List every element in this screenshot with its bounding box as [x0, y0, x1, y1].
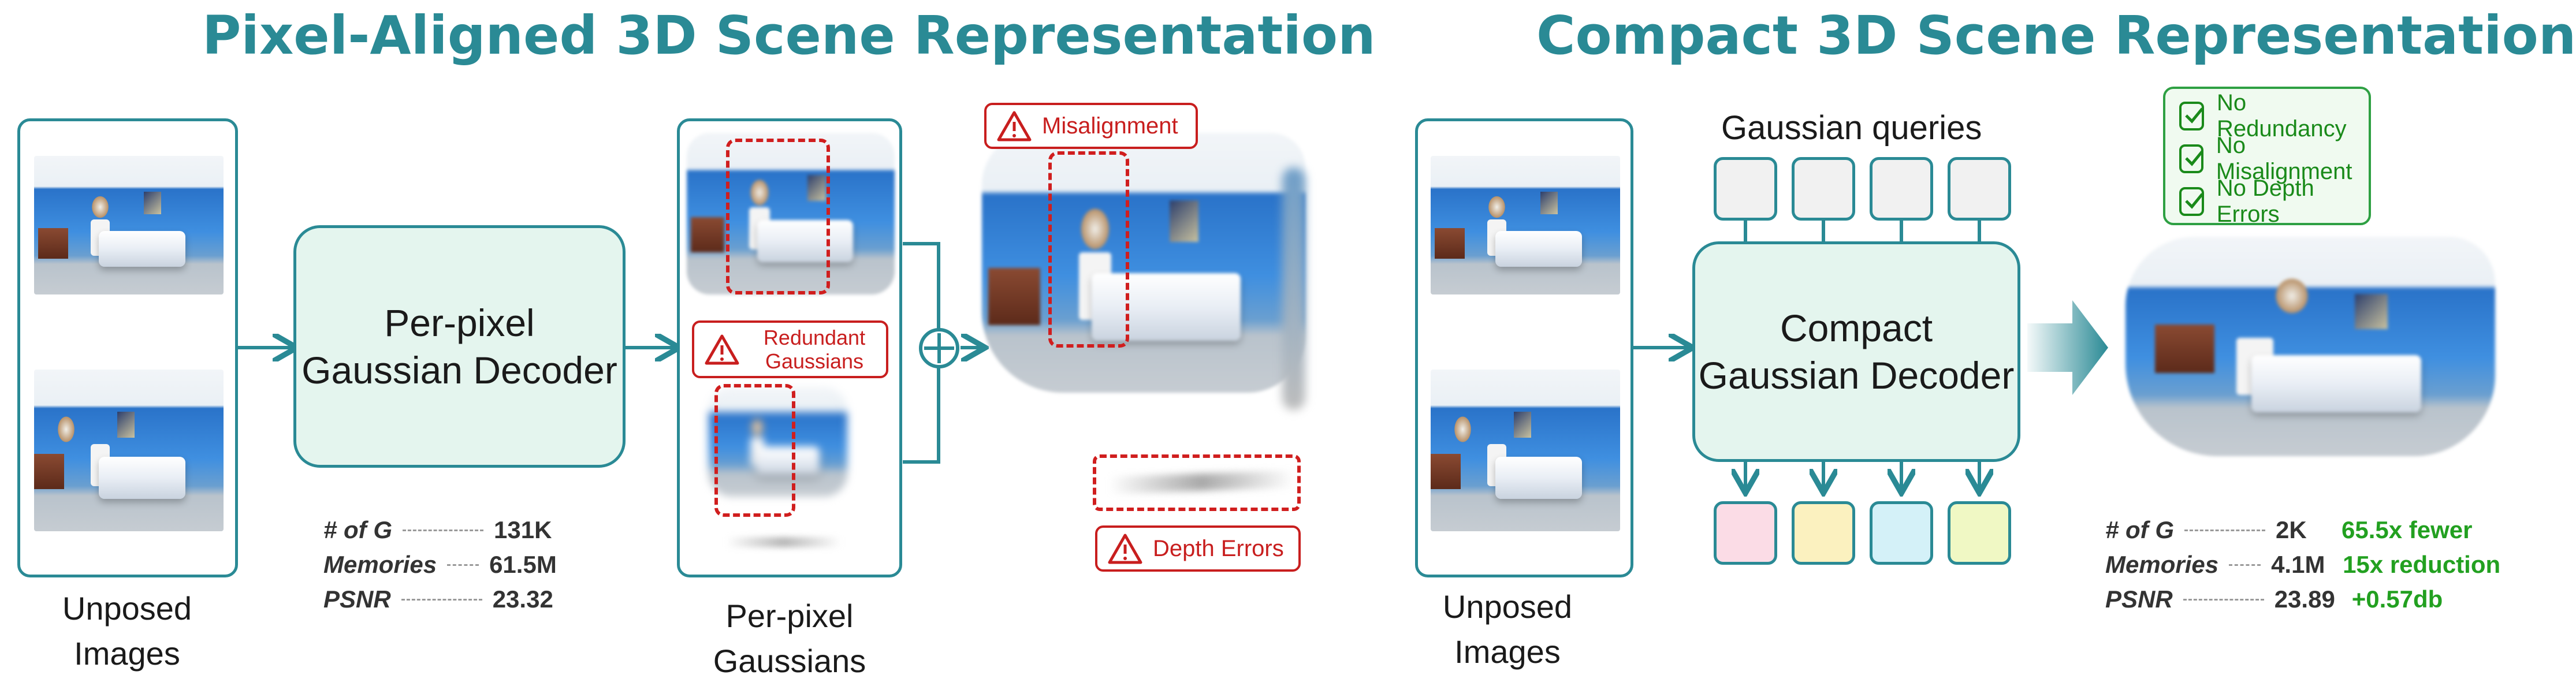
metric-row-num-g: # of G 2K 65.5x fewer: [2105, 513, 2500, 547]
per-pixel-gaussian-decoder: Per-pixel Gaussian Decoder: [293, 225, 626, 468]
check-icon: [2179, 144, 2203, 173]
output-gaussian-token-1: [1714, 501, 1777, 565]
misalignment-highlight-box: [1048, 151, 1129, 348]
right-input-images-frame: [1415, 118, 1633, 577]
depth-artifact-streak: [1282, 167, 1305, 410]
check-no-depth-errors: No Depth Errors: [2179, 176, 2355, 227]
output-gaussian-token-4: [1948, 501, 2011, 565]
input-image-2: [34, 370, 224, 531]
metric-gain: 15x reduction: [2343, 551, 2501, 578]
redundant-gaussians-warning: Redundant Gaussians: [692, 320, 888, 378]
depth-errors-warning: Depth Errors: [1095, 525, 1301, 572]
metric-row-psnr: PSNR 23.89 +0.57db: [2105, 582, 2500, 617]
warning-icon: [1108, 533, 1142, 564]
metric-value: 23.89: [2274, 586, 2335, 613]
compact-gaussian-decoder: Compact Gaussian Decoder: [1692, 241, 2020, 462]
output-gaussian-token-3: [1870, 501, 1933, 565]
check-icon: [2179, 187, 2204, 216]
metric-gain: 65.5x fewer: [2342, 516, 2473, 543]
misalignment-warning: Misalignment: [984, 103, 1198, 149]
check-no-redundancy: No Redundancy: [2179, 90, 2355, 141]
check-icon: [2179, 102, 2204, 131]
right-input-caption: Unposed Images: [1442, 588, 1573, 670]
metric-value: 23.32: [492, 586, 553, 613]
metric-row-num-g: # of G 131K: [323, 513, 557, 547]
metric-gain: +0.57db: [2351, 586, 2443, 613]
gaussian-query-2: [1792, 157, 1855, 221]
metric-value: 2K: [2276, 516, 2307, 543]
gaussian-queries-label: Gaussian queries: [1721, 109, 1982, 147]
per-pixel-rendered-scene: [982, 133, 1305, 393]
floating-artifact: [726, 537, 842, 547]
right-panel-title: Compact 3D Scene Representation: [1536, 5, 2576, 66]
metric-value: 61.5M: [489, 551, 557, 578]
metric-label: # of G: [2105, 516, 2175, 543]
redundant-highlight-box-1: [726, 139, 830, 294]
metric-label: PSNR: [323, 586, 391, 613]
metric-label: Memories: [2105, 551, 2219, 578]
warning-icon: [997, 110, 1032, 141]
left-input-images-frame: [17, 118, 238, 577]
right-metrics: # of G 2K 65.5x fewer Memories 4.1M 15x …: [2105, 513, 2500, 617]
warning-icon: [705, 334, 739, 365]
plus-circle-icon: [919, 328, 959, 368]
compact-rendered-scene: [2125, 237, 2495, 456]
metric-value: 4.1M: [2271, 551, 2325, 578]
output-gaussian-token-2: [1792, 501, 1855, 565]
gaussian-query-3: [1870, 157, 1933, 221]
left-metrics: # of G 131K Memories 61.5M PSNR 23.32: [323, 513, 557, 617]
left-panel-title: Pixel-Aligned 3D Scene Representation: [202, 5, 1376, 66]
gaussian-query-4: [1948, 157, 2011, 221]
left-input-caption: Unposed Images: [62, 590, 192, 672]
metric-value: 131K: [494, 516, 552, 543]
per-pixel-gaussian-view-1: [687, 133, 895, 294]
redundant-highlight-box-2: [714, 384, 795, 517]
metric-label: Memories: [323, 551, 437, 578]
input-image-1: [34, 156, 224, 294]
per-pixel-gaussians-caption: Per-pixel Gaussians: [713, 598, 866, 680]
per-pixel-gaussian-view-2: [709, 387, 847, 497]
metric-row-psnr: PSNR 23.32: [323, 582, 557, 617]
input-image-1: [1431, 156, 1620, 294]
metric-row-memories: Memories 4.1M 15x reduction: [2105, 547, 2500, 582]
check-no-misalignment: No Misalignment: [2179, 133, 2355, 184]
input-image-2: [1431, 370, 1620, 531]
quality-checklist: No Redundancy No Misalignment No Depth E…: [2163, 87, 2371, 227]
metric-label: PSNR: [2105, 586, 2173, 613]
metric-label: # of G: [323, 516, 393, 543]
gaussian-query-1: [1714, 157, 1777, 221]
metric-row-memories: Memories 61.5M: [323, 547, 557, 582]
depth-error-highlight-box: [1093, 454, 1301, 511]
